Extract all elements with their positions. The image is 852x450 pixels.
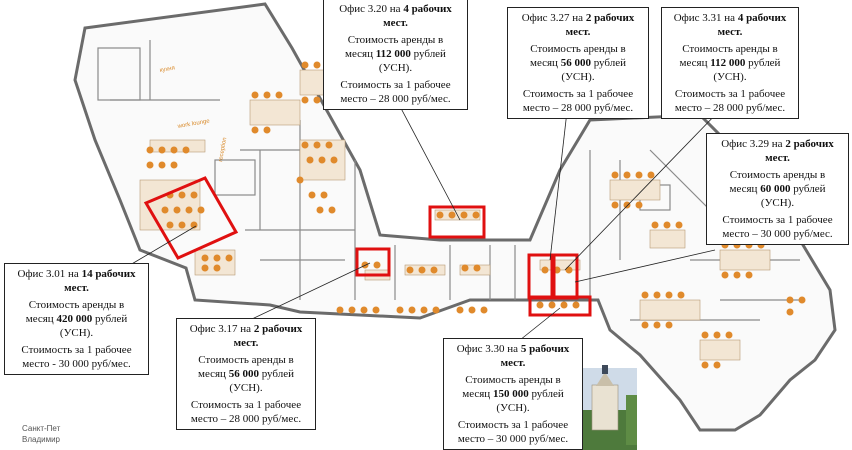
office-title: Офис 3.01 на: [17, 268, 82, 280]
rent-line: Стоимость аренды в: [682, 43, 778, 55]
office-title: Офис 3.30 на: [456, 343, 521, 355]
lounge-label: work lounge: [176, 118, 211, 130]
footer-line-2: Владимир: [22, 435, 61, 444]
tax-note: (УСН).: [760, 197, 795, 209]
building-photo: [582, 365, 637, 450]
rent-line: Стоимость аренды в: [347, 34, 444, 46]
seat-price-line: место – 28 000 руб/мес.: [674, 102, 786, 114]
rent-line: Стоимость аренды в: [729, 169, 826, 181]
office-title: Офис 3.20 на: [339, 3, 404, 15]
office-seats: 4 рабочих мест.: [717, 12, 787, 38]
seat-price-line: Стоимость за 1 рабочее: [21, 344, 132, 356]
office-3-27-callout: Офис 3.27 на 2 рабочих мест. Стоимость а…: [507, 7, 649, 119]
rent-prefix: месяц: [729, 183, 761, 195]
office-title: Офис 3.27 на: [521, 12, 586, 24]
seat-price-line: Стоимость за 1 рабочее: [722, 214, 833, 226]
seat-price-line: место – 28 000 руб/мес.: [190, 413, 302, 425]
rent-suffix: рублей: [528, 388, 564, 400]
rent-suffix: рублей: [590, 57, 626, 69]
tax-note: (УСН).: [378, 62, 413, 74]
office-seats: 2 рабочих мест.: [565, 12, 635, 38]
rent-line: Стоимость аренды в: [465, 374, 561, 386]
office-seats: 5 рабочих мест.: [500, 343, 570, 369]
seat-price-line: Стоимость за 1 рабочее: [190, 399, 302, 411]
tax-note: (УСН).: [496, 402, 530, 414]
office-3-29-callout: Офис 3.29 на 2 рабочих мест. Стоимость а…: [706, 133, 849, 245]
office-3-30-callout: Офис 3.30 на 5 рабочих мест. Стоимость а…: [443, 338, 583, 450]
office-seats: 14 рабочих мест.: [64, 268, 136, 294]
rent-suffix: рублей: [410, 48, 446, 60]
rent-prefix: месяц: [198, 368, 229, 380]
kitchen-label: кухня: [159, 65, 175, 74]
seat-price-line: Стоимость за 1 рабочее: [522, 88, 634, 100]
office-3-01-outline: [143, 176, 239, 260]
office-3-30-outline: [528, 295, 592, 317]
tax-note: (УСН).: [229, 382, 263, 394]
office-seats: 2 рабочих мест.: [233, 323, 303, 349]
rent-suffix: рублей: [745, 57, 781, 69]
rent-line: Стоимость аренды в: [198, 354, 294, 366]
office-3-17-callout: Офис 3.17 на 2 рабочих мест. Стоимость а…: [176, 318, 316, 430]
tax-note: (УСН).: [59, 327, 94, 339]
office-3-01-callout: Офис 3.01 на 14 рабочих мест. Стоимость …: [4, 263, 149, 375]
rent-prefix: месяц: [530, 57, 561, 69]
seat-price-line: место – 30 000 руб/мес.: [722, 228, 833, 240]
seat-price-line: место – 30 000 руб/мес.: [457, 433, 569, 445]
tax-note: (УСН).: [713, 71, 747, 83]
office-title: Офис 3.17 на: [189, 323, 254, 335]
seat-price-line: место - 30 000 руб/мес.: [22, 358, 131, 370]
office-title: Офис 3.31 на: [673, 12, 738, 24]
footer-address: Санкт-Пет Владимир: [22, 423, 60, 445]
rent-line: Стоимость аренды в: [530, 43, 626, 55]
footer-line-1: Санкт-Пет: [22, 424, 61, 433]
seat-price-line: место – 28 000 руб/мес.: [522, 102, 634, 114]
rent-value: 112 000: [710, 57, 746, 69]
rent-prefix: месяц: [25, 313, 57, 325]
office-highlights: [143, 176, 592, 317]
rent-prefix: месяц: [345, 48, 376, 60]
rent-prefix: месяц: [462, 388, 493, 400]
seat-price-line: Стоимость за 1 рабочее: [457, 419, 569, 431]
rent-prefix: месяц: [679, 57, 711, 69]
seat-price-line: Стоимость за 1 рабочее: [674, 88, 786, 100]
rent-value: 420 000: [56, 313, 93, 325]
rent-value: 56 000: [228, 368, 259, 380]
reception-label: reception: [218, 137, 228, 162]
office-3-20-outline: [428, 205, 486, 239]
plan-labels: кухня work lounge reception: [159, 65, 228, 162]
rent-suffix: рублей: [790, 183, 826, 195]
rent-suffix: рублей: [92, 313, 128, 325]
office-3-17-outline: [355, 247, 391, 277]
seat-price-line: Стоимость за 1 рабочее: [340, 79, 451, 91]
rent-suffix: рублей: [258, 368, 294, 380]
seat-price-line: место – 28 000 руб/мес.: [340, 93, 451, 105]
rent-value: 150 000: [492, 388, 529, 400]
office-title: Офис 3.29 на: [721, 138, 786, 150]
tax-note: (УСН).: [561, 71, 595, 83]
office-3-31-callout: Офис 3.31 на 4 рабочих мест. Стоимость а…: [661, 7, 799, 119]
rent-value: 60 000: [760, 183, 791, 195]
office-seats: 2 рабочих мест.: [765, 138, 834, 164]
rent-line: Стоимость аренды в: [28, 299, 125, 311]
office-seats: 4 рабочих мест.: [383, 3, 452, 29]
rent-value: 112 000: [375, 48, 411, 60]
office-3-20-callout: Офис 3.20 на 4 рабочих мест. Стоимость а…: [323, 0, 468, 110]
rent-value: 56 000: [560, 57, 591, 69]
